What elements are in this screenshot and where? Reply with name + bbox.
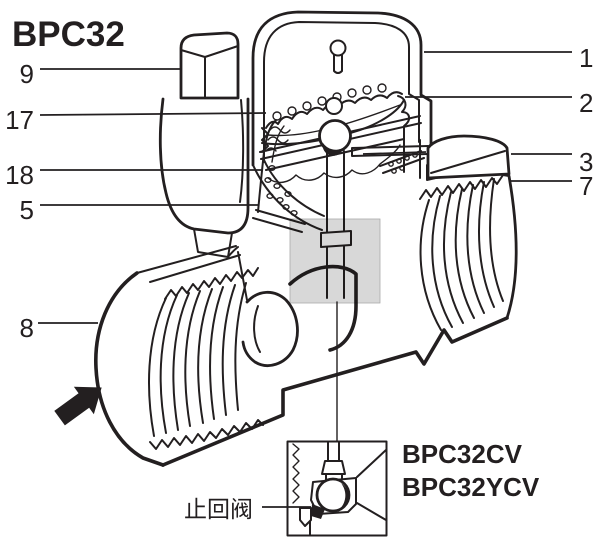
callout-17: 17 bbox=[5, 105, 34, 135]
flow-arrow-icon bbox=[54, 386, 102, 426]
model-title: BPC32 bbox=[12, 15, 125, 54]
callout-7: 7 bbox=[579, 171, 593, 201]
callout-9: 9 bbox=[20, 59, 34, 89]
cover-dome bbox=[251, 10, 433, 231]
callout-5: 5 bbox=[20, 195, 34, 225]
variant-label-ycv: BPC32YCV bbox=[402, 472, 540, 502]
callout-18: 18 bbox=[5, 160, 34, 190]
checkvalve-highlight-region bbox=[289, 218, 381, 304]
callout-3: 3 bbox=[579, 147, 593, 177]
bellows-spring bbox=[257, 119, 291, 213]
checkvalve-inset bbox=[286, 440, 388, 537]
valve-body-art bbox=[54, 10, 518, 467]
outlet-threads bbox=[419, 134, 518, 331]
body-bottom-outline bbox=[161, 316, 509, 467]
vent-pin bbox=[329, 39, 347, 74]
callout-leader-lines bbox=[38, 51, 572, 508]
checkvalve-ball bbox=[315, 477, 351, 513]
callout-2: 2 bbox=[579, 88, 593, 118]
hex-nut bbox=[158, 31, 250, 258]
callout-8: 8 bbox=[20, 313, 34, 343]
callout-1: 1 bbox=[579, 43, 593, 73]
variant-label-cv: BPC32CV bbox=[402, 439, 523, 469]
inlet-threads bbox=[94, 245, 299, 467]
checkvalve-label: 止回阀 bbox=[184, 497, 253, 523]
